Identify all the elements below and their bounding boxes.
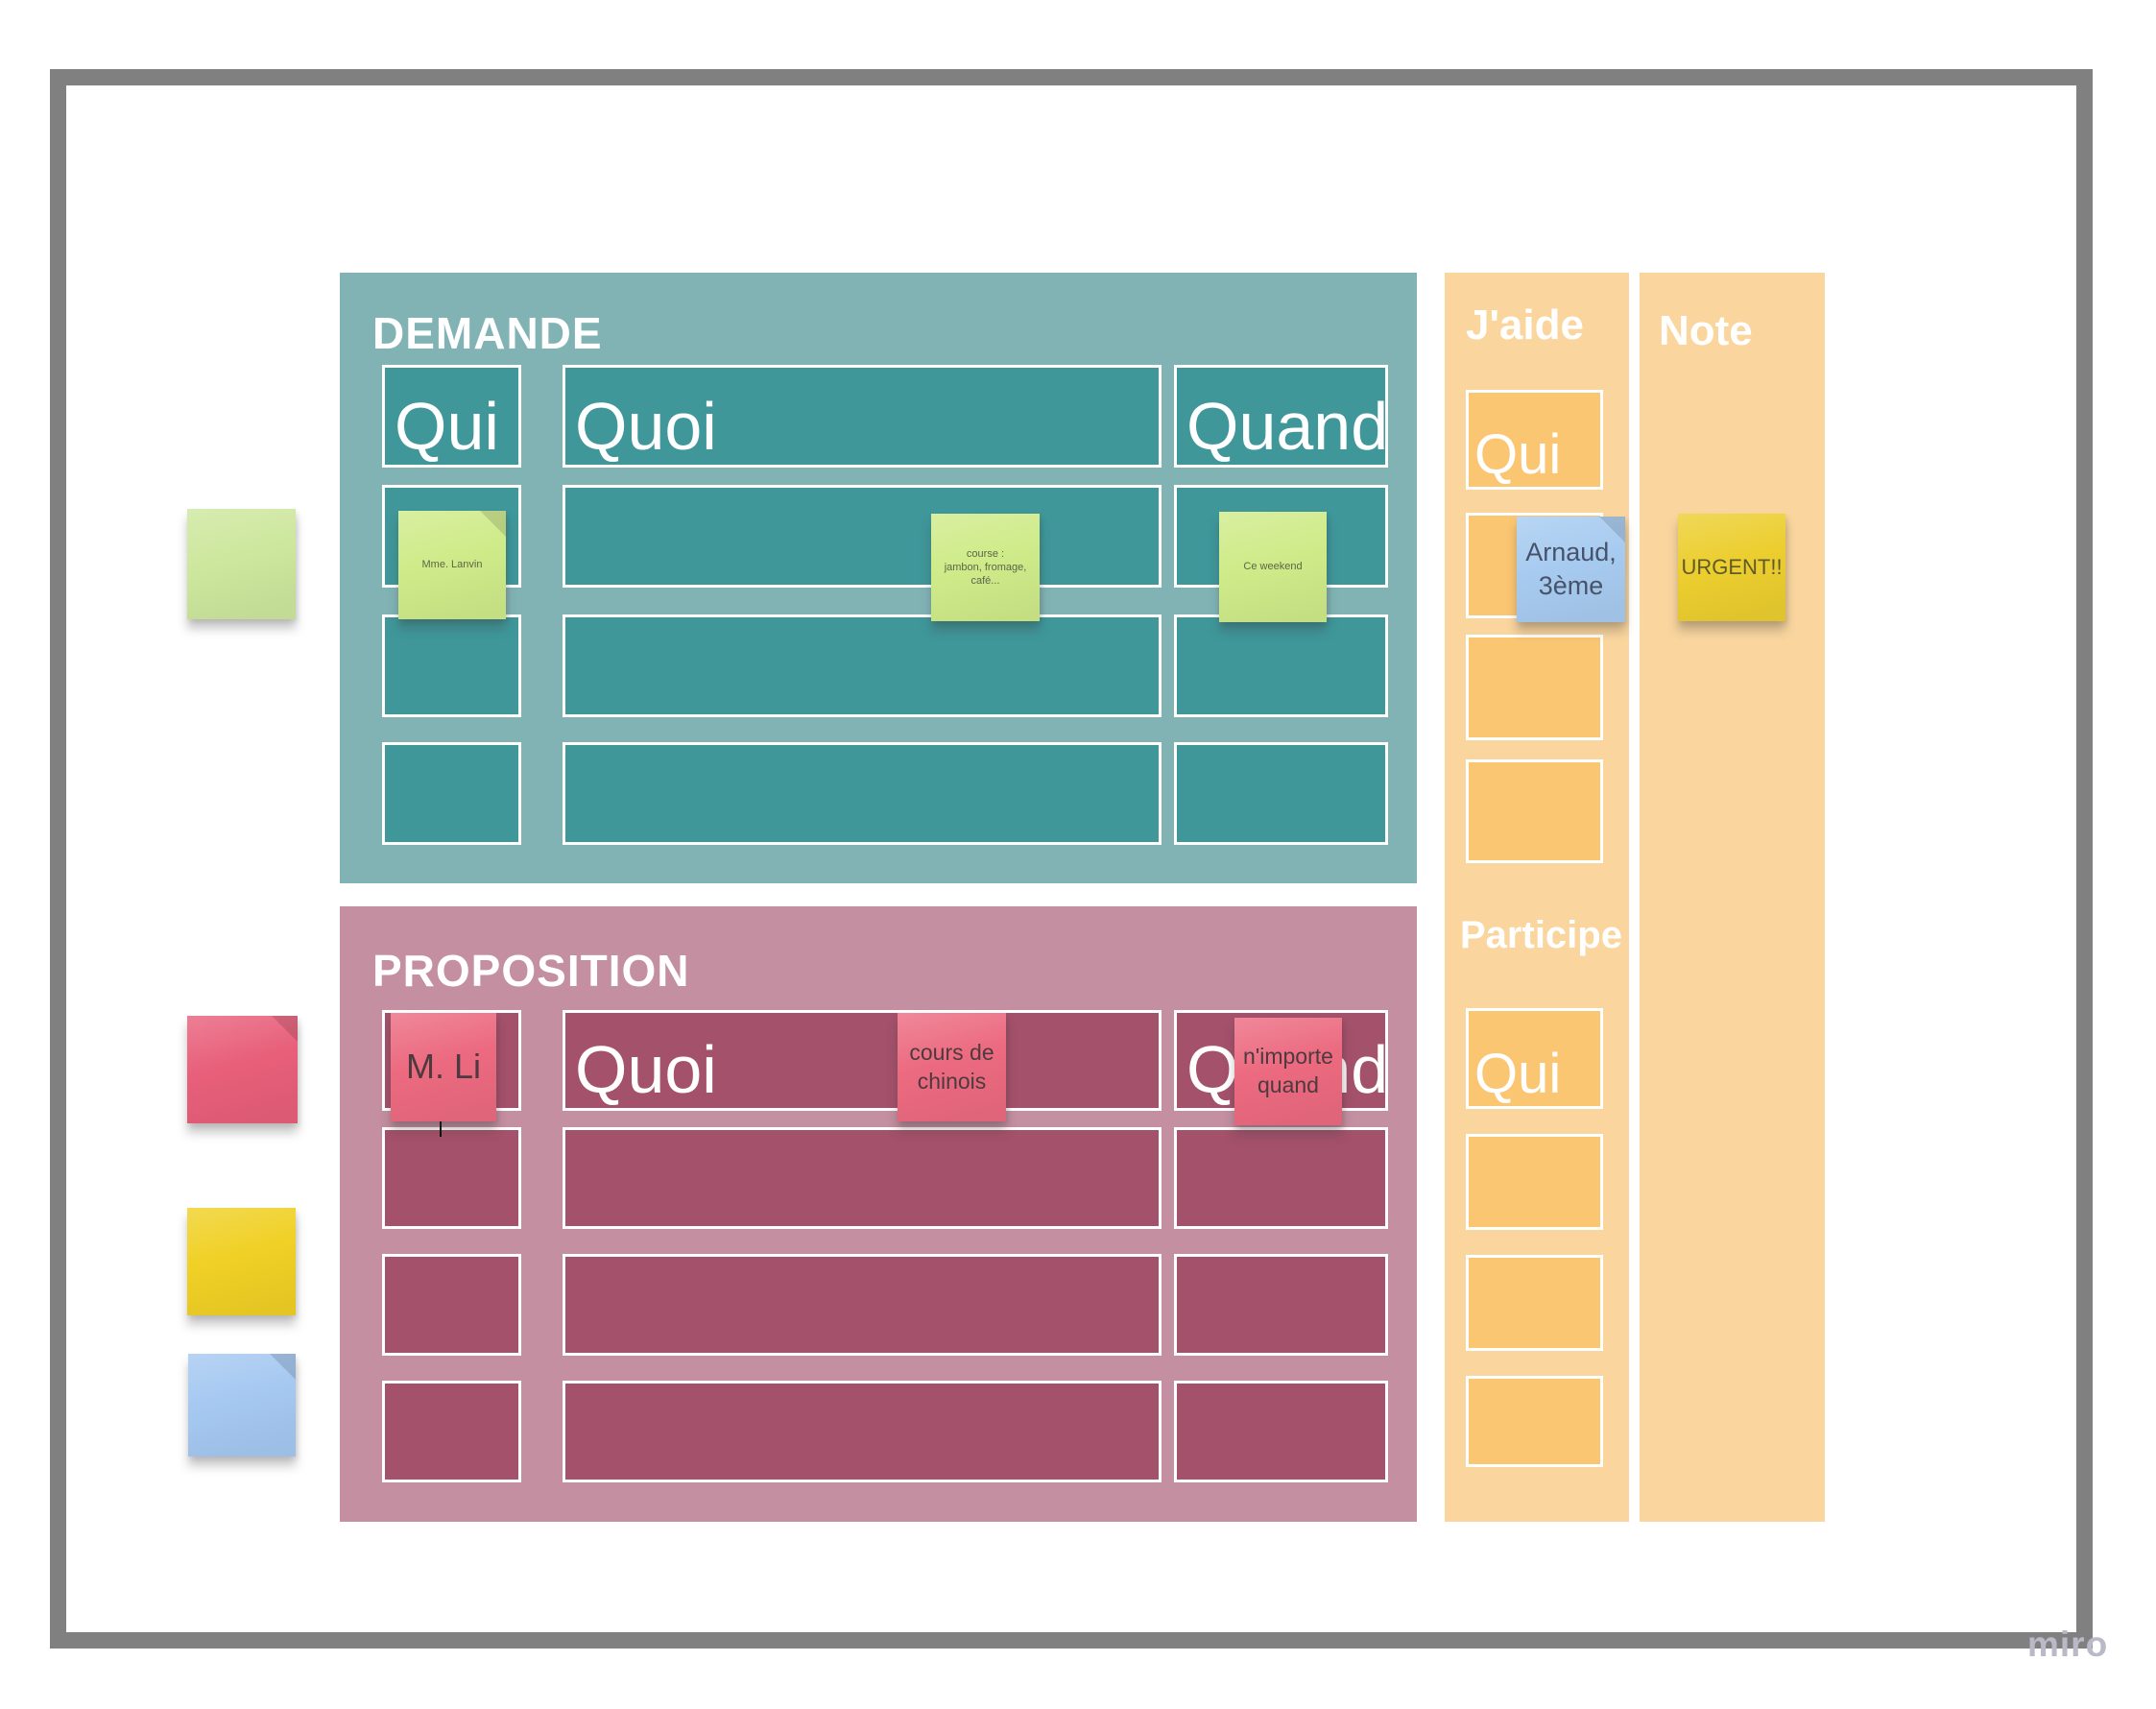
proposition-header-quoi[interactable]: Quoi [563, 1010, 1162, 1111]
participe-qui-box[interactable]: Qui [1466, 1008, 1603, 1109]
m-li-sticky-note[interactable]: M. Li [391, 1013, 496, 1121]
demande-row3-quoi-cell[interactable] [563, 742, 1162, 845]
ce-weekend-sticky-note[interactable]: Ce weekend [1219, 512, 1327, 622]
proposition-header-quoi-label: Quoi [575, 1031, 717, 1107]
demande-row3-qui-cell[interactable] [382, 742, 521, 845]
proposition-board: PROPOSITION Qui Quoi Quand [340, 906, 1417, 1522]
proposition-row3-quoi-cell[interactable] [563, 1381, 1162, 1482]
demande-header-quoi-label: Quoi [575, 388, 717, 464]
proposition-board-title: PROPOSITION [372, 946, 690, 996]
proposition-row2-quand-cell[interactable] [1174, 1254, 1388, 1356]
demande-row2-qui-cell[interactable] [382, 614, 521, 717]
jaide-slot-3[interactable] [1466, 759, 1603, 863]
demande-row2-quoi-cell[interactable] [563, 614, 1162, 717]
demande-board-title: DEMANDE [372, 308, 603, 358]
demande-header-qui-label: Qui [395, 388, 499, 464]
demande-header-quand[interactable]: Quand [1174, 365, 1388, 468]
frame-border [50, 69, 2093, 1649]
jaide-qui-label: Qui [1474, 422, 1562, 486]
courses-sticky-note[interactable]: course : jambon, fromage, café... [931, 514, 1040, 621]
jaide-qui-box[interactable]: Qui [1466, 390, 1603, 490]
palette-yellow-sticky-note[interactable] [187, 1208, 296, 1315]
demande-row3-quand-cell[interactable] [1174, 742, 1388, 845]
palette-pink-sticky-note[interactable] [187, 1016, 298, 1123]
note-title: Note [1659, 307, 1753, 354]
participe-title: Participe [1460, 914, 1622, 956]
miro-watermark: miro [2027, 1625, 2109, 1664]
participe-slot-1[interactable] [1466, 1134, 1603, 1230]
demande-row2-quand-cell[interactable] [1174, 614, 1388, 717]
proposition-row3-quand-cell[interactable] [1174, 1381, 1388, 1482]
cours-de-chinois-sticky-note[interactable]: cours de chinois [898, 1013, 1006, 1121]
participe-qui-label: Qui [1474, 1042, 1562, 1105]
palette-blue-sticky-note[interactable] [188, 1354, 296, 1456]
proposition-row2-qui-cell[interactable] [382, 1254, 521, 1356]
mme-lanvin-sticky-note[interactable]: Mme. Lanvin [398, 511, 506, 619]
demande-header-quoi[interactable]: Quoi [563, 365, 1162, 468]
proposition-row1-quand-cell[interactable] [1174, 1127, 1388, 1229]
proposition-row1-qui-cell[interactable] [382, 1127, 521, 1229]
jaide-title: J'aide [1466, 301, 1584, 349]
urgent-sticky-note[interactable]: URGENT!! [1678, 514, 1785, 621]
jaide-column: J'aide Qui Participe Qui [1445, 273, 1629, 1522]
demande-header-qui[interactable]: Qui [382, 365, 521, 468]
proposition-row3-qui-cell[interactable] [382, 1381, 521, 1482]
note-column: Note [1640, 273, 1825, 1522]
demande-header-quand-label: Quand [1186, 388, 1388, 464]
proposition-row2-quoi-cell[interactable] [563, 1254, 1162, 1356]
participe-slot-2[interactable] [1466, 1255, 1603, 1351]
arnaud-sticky-note[interactable]: Arnaud, 3ème [1517, 517, 1625, 622]
proposition-row1-quoi-cell[interactable] [563, 1127, 1162, 1229]
n-importe-quand-sticky-note[interactable]: n'importe quand [1234, 1018, 1342, 1125]
demande-row1-quoi-cell[interactable] [563, 485, 1162, 588]
participe-slot-3[interactable] [1466, 1376, 1603, 1467]
jaide-slot-2[interactable] [1466, 635, 1603, 740]
palette-green-sticky-note[interactable] [187, 509, 296, 619]
